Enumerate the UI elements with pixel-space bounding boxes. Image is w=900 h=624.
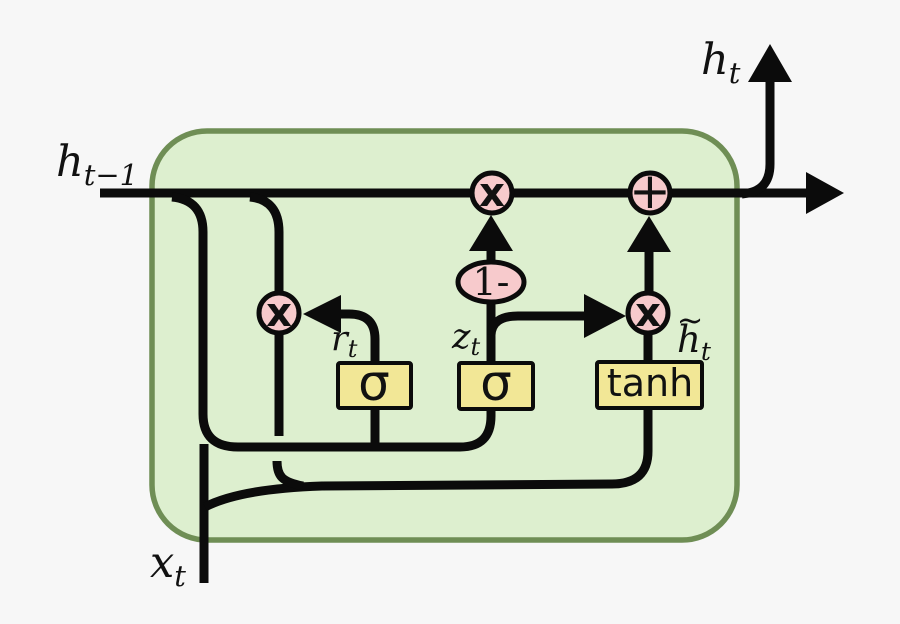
candidate-multiply-glyph: x [635, 290, 661, 336]
add-node [627, 170, 673, 216]
cell-body [149, 128, 740, 543]
h-candidate-label: ht [677, 318, 712, 366]
z-gate-label: zt [451, 317, 480, 361]
update-sigma-label: σ [480, 354, 512, 412]
update-gate-right-wire [486, 311, 584, 336]
h-out-arrowhead-icon [748, 44, 792, 82]
reset-sigma-box [336, 361, 413, 410]
hidden-state-arrowhead-icon [806, 172, 844, 214]
reset-multiply-glyph: x [266, 290, 292, 336]
reset-sigma-label: σ [358, 354, 390, 412]
reset-multiply-node [256, 290, 302, 336]
tanh-label: tanh [607, 361, 693, 405]
reset-gate-arrow-wire [341, 309, 380, 363]
tanh-box [595, 360, 704, 410]
reset-gate-arrowhead-icon [303, 295, 341, 333]
add-glyph: + [629, 162, 671, 220]
r-gate-label: rt [331, 319, 358, 363]
h-out-label: ht [701, 35, 741, 90]
one-minus-node [455, 259, 527, 305]
update-gate-arrowhead-icon [584, 294, 626, 338]
candidate-multiply-node [625, 290, 671, 336]
h-prev-label: ht−1 [56, 137, 138, 192]
reset-output-merge-wire [272, 460, 304, 491]
h-branch-to-reset-wire [249, 192, 284, 293]
h-branch-to-gates-wire [171, 192, 496, 452]
x-input-label: xt [150, 538, 186, 593]
interp-multiply-node [469, 170, 515, 216]
h-candidate-tilde: ~ [677, 301, 704, 339]
interp-multiply-glyph: x [479, 170, 505, 216]
candidate-arrowhead-icon [627, 216, 671, 252]
update-sigma-box [457, 361, 535, 411]
candidate-input-bus-wire [202, 408, 653, 512]
h-out-branch-wire [741, 80, 775, 199]
one-minus-glyph: 1- [472, 260, 509, 304]
one-minus-arrowhead-icon [469, 215, 513, 251]
